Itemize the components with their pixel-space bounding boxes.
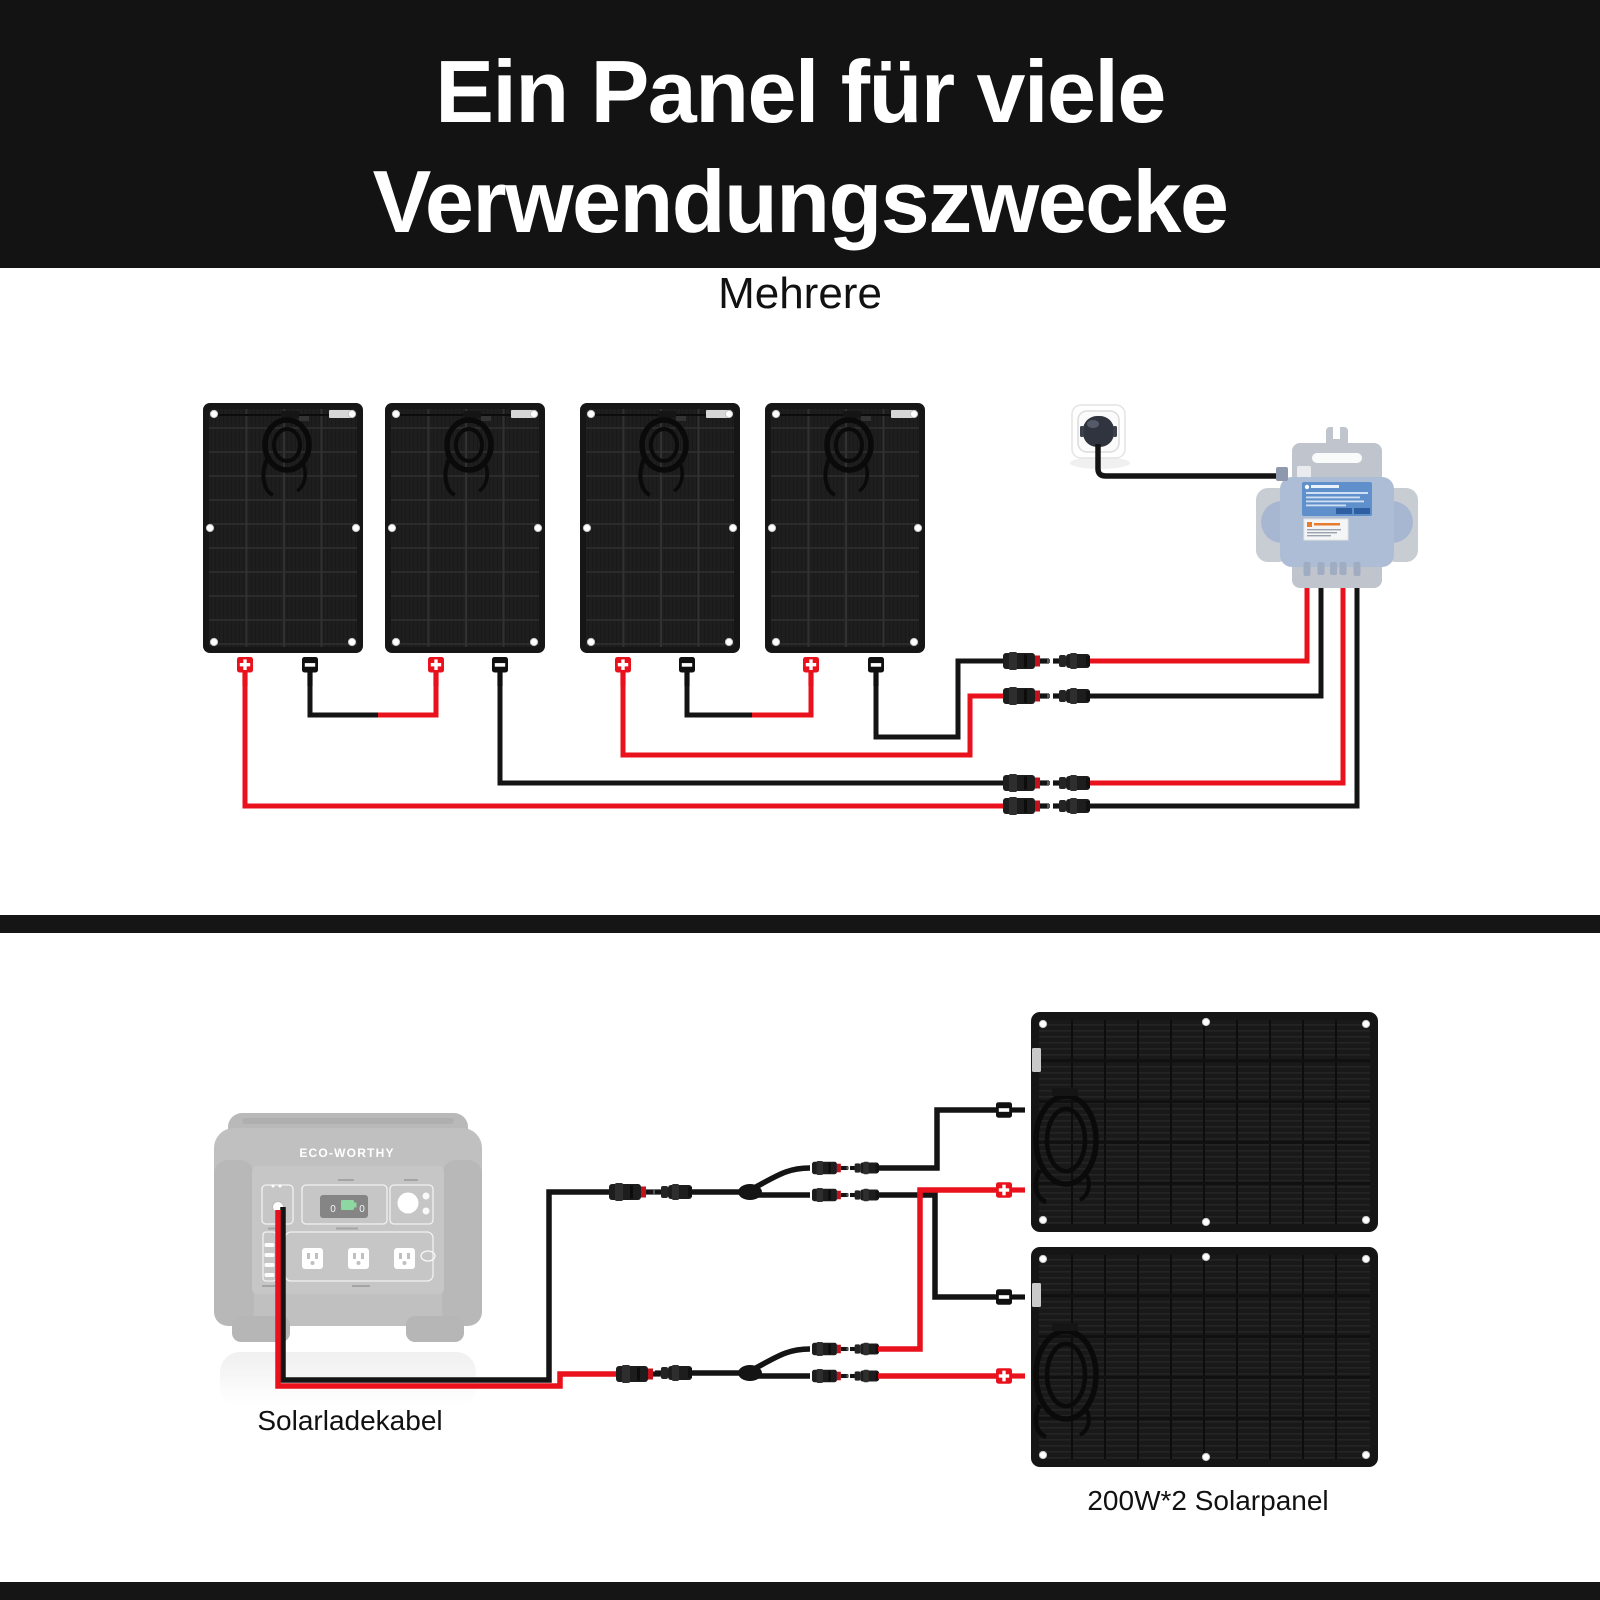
minus-connector-icon	[996, 1289, 1025, 1305]
page-title-line2: Verwendungszwecke	[372, 152, 1229, 251]
plus-connector-icon	[996, 1368, 1025, 1384]
wire-panel3-pos	[620, 680, 1005, 758]
bottom-diagram: ECO-WORTHY 0 0	[214, 1012, 1378, 1467]
wire-pair2-to-inverter	[1088, 575, 1324, 699]
solar-panels-label: 200W*2 Solarpanel	[1087, 1485, 1329, 1516]
charge-cable-positive	[275, 1210, 616, 1389]
ac-port	[1276, 467, 1288, 481]
usb-ports	[264, 1243, 275, 1277]
wire-series-link2-black	[684, 680, 752, 718]
display-digit-right: 0	[359, 1204, 365, 1215]
minus-connector-icon	[492, 657, 508, 686]
cable-label: Solarladekabel	[257, 1405, 443, 1436]
power-plug-icon	[1083, 416, 1114, 447]
wire-to-panelB-neg	[878, 1192, 997, 1300]
y-branch-splitter-icon	[655, 1342, 879, 1383]
display-digit-left: 0	[330, 1204, 336, 1215]
wire-series-link2-red	[752, 680, 814, 718]
wires-positive	[242, 575, 1346, 809]
minus-connector-icon	[679, 657, 695, 686]
plus-connector-icon	[996, 1182, 1025, 1198]
light-button	[397, 1192, 419, 1214]
wire-pair3-to-inverter	[1088, 575, 1346, 786]
wire-pair4-to-inverter	[1088, 575, 1360, 809]
ac-cable	[1095, 444, 1278, 479]
ac-outlets	[302, 1248, 415, 1269]
solar-panel-3	[580, 403, 740, 653]
microinverter	[1256, 427, 1418, 588]
wires-negative	[307, 575, 1360, 809]
solar-panel-1	[203, 403, 363, 653]
solar-panel-2	[385, 403, 545, 653]
wall-outlet-icon	[1070, 404, 1278, 479]
mc4-male-connector-icon	[609, 1183, 656, 1201]
inverter-warning-label	[1303, 518, 1349, 541]
mc4-connector-pair-icon	[1003, 797, 1090, 815]
wire-series-link1-black	[307, 680, 378, 718]
wire-pair1-to-inverter	[1088, 575, 1310, 664]
minus-connector-icon	[996, 1102, 1025, 1118]
plus-connector-icon	[237, 657, 253, 686]
charge-cable-negative	[280, 1189, 609, 1383]
minus-connector-icon	[868, 657, 884, 686]
mc4-connector-pair-icon	[1003, 774, 1090, 792]
plus-connector-icon	[803, 657, 819, 686]
header: Ein Panel für viele Verwendungszwecke	[0, 0, 1600, 268]
solar-panel-4	[765, 403, 925, 653]
inverter-label	[1302, 482, 1372, 516]
plus-connector-icon	[615, 657, 631, 686]
top-diagram	[203, 403, 1418, 815]
power-station: ECO-WORTHY 0 0	[214, 1113, 482, 1406]
minus-connector-icon	[302, 657, 318, 686]
wire-series-link1-red	[378, 680, 439, 718]
bottom-bar	[0, 1582, 1600, 1600]
inverter-dc-stubs	[1303, 562, 1361, 576]
wire-panel1-pos	[242, 680, 1005, 809]
wire-to-panelA-neg	[878, 1107, 997, 1171]
mc4-connector-pair-icon	[1003, 652, 1090, 670]
y-branch-splitter-icon	[655, 1161, 879, 1202]
wire-to-panelA-pos	[878, 1187, 997, 1352]
plus-connector-icon	[428, 657, 444, 686]
page-title-line1: Ein Panel für viele	[435, 42, 1166, 141]
mc4-connector-pair-icon	[1003, 687, 1090, 705]
wire-panel4-neg	[873, 658, 1005, 740]
wire-panel2-neg	[497, 680, 1005, 786]
section-divider	[0, 915, 1600, 933]
power-station-brand: ECO-WORTHY	[299, 1146, 394, 1160]
solar-panel-200w-bottom	[1031, 1247, 1378, 1467]
subtitle: Mehrere	[718, 269, 882, 318]
solar-panel-200w-top	[1031, 1012, 1378, 1232]
